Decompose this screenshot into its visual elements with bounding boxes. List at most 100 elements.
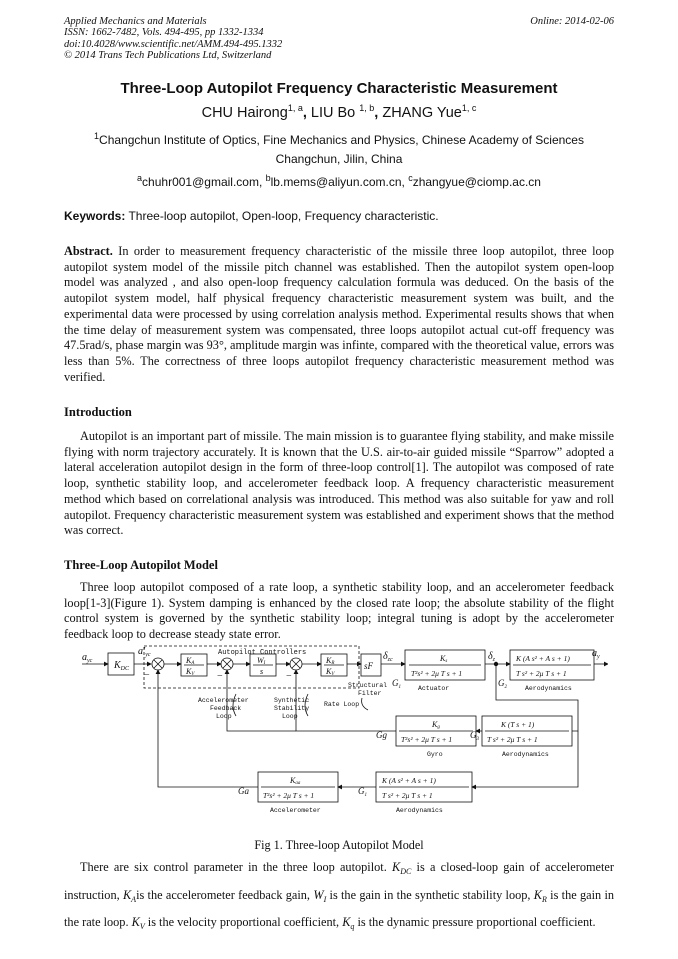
loop-arc — [304, 693, 309, 717]
controller-box — [143, 645, 360, 689]
online-date: Online: 2014-02-06 — [530, 16, 614, 27]
aero3-denominator: T s² + 2μ T s + 1 — [382, 791, 433, 800]
symbol: K — [342, 915, 351, 929]
g1-label: G1 — [392, 678, 401, 690]
actuator-denominator: T²s² + 2μ T s + 1 — [411, 669, 462, 678]
g1b-label: G1 — [358, 786, 367, 798]
ka-text: KA — [185, 656, 195, 666]
author-separator: , — [302, 104, 311, 121]
loop-arc — [232, 693, 237, 717]
author-separator: , — [374, 104, 383, 121]
keywords-label: Keywords: — [64, 209, 126, 223]
journal-header: Applied Mechanics and Materials ISSN: 16… — [64, 16, 282, 62]
scaled-input-label: a′yc — [138, 646, 151, 658]
keywords: Keywords: Three-loop autopilot, Open-loo… — [64, 209, 439, 223]
g3-label: G3 — [470, 730, 480, 742]
actuator-block — [404, 649, 486, 681]
email-mark: b — [265, 173, 271, 183]
journal-name: Applied Mechanics and Materials — [64, 16, 207, 27]
aerodynamics-block-1 — [509, 649, 595, 681]
actuator-numerator: Ks — [439, 654, 447, 664]
author-name: CHU Hairong — [201, 104, 288, 121]
actuator-label: Actuator — [418, 685, 449, 692]
email-address: chuhr001@gmail.com, — [142, 175, 266, 189]
acc-loop-label-1: Accelerometer — [198, 697, 249, 704]
structural-label: Structural — [348, 682, 387, 689]
affiliation-mark: 1 — [94, 131, 100, 141]
affiliation-text: Changchun Institute of Optics, Fine Mech… — [99, 133, 584, 147]
figure-caption: Fig 1. Three-loop Autopilot Model — [254, 838, 424, 852]
gg-label: Gg — [376, 730, 387, 740]
accelerometer-denominator: T²s² + 2μ T s + 1 — [263, 791, 314, 800]
syn-loop-label-3: Loop — [282, 713, 298, 720]
gyro-numerator: Kg — [431, 720, 440, 730]
symbol: K — [533, 887, 542, 902]
abstract-text: In order to measurement frequency charac… — [64, 244, 614, 384]
doi-line: doi:10.4028/www.scientific.net/AMM.494-4… — [64, 38, 283, 50]
introduction-paragraph: Autopilot is an important part of missil… — [64, 429, 614, 538]
symbol: K — [122, 887, 132, 902]
three-loop-autopilot-diagram: ayc a′yc KDC Autopilot Controllers − KA … — [82, 645, 608, 814]
output-label: ay — [592, 648, 600, 660]
minus-sign: − — [144, 670, 150, 681]
author-mark: 1, b — [359, 103, 375, 113]
syn-loop-label-1: Synthetic — [274, 697, 309, 704]
aero1-label: Aerodynamics — [525, 685, 572, 692]
email-mark: a — [137, 173, 143, 183]
g2-label: G2 — [498, 678, 508, 690]
text-run: is a closed-loop gain of accelerometer i… — [64, 860, 614, 902]
aero1-numerator: K (A s² + A s + 1) — [515, 654, 570, 663]
syn-loop-label-2: Stability — [274, 705, 309, 712]
accelerometer-label: Accelerometer — [270, 807, 321, 814]
kv2-text: KV — [325, 667, 335, 677]
acc-loop-label-3: Loop — [216, 713, 232, 720]
keywords-text: Three-loop autopilot, Open-loop, Frequen… — [125, 209, 439, 223]
feedback-line — [471, 731, 579, 790]
kr-text: KR — [325, 656, 334, 666]
delta-zc-label: δzc — [383, 651, 393, 663]
wi-integrator-block — [249, 653, 277, 677]
symbol-sub: A — [131, 894, 137, 904]
symbol: W — [313, 887, 324, 902]
filter-label: Filter — [358, 690, 382, 697]
feedback-line — [495, 664, 579, 732]
text-run: is the gain in the synthetic stability l… — [326, 887, 534, 902]
aero2-numerator: K (T s + 1) — [500, 720, 535, 729]
affiliation-line: 1Changchun Institute of Optics, Fine Mec… — [0, 131, 678, 147]
ga-label: Ga — [238, 786, 249, 796]
text-run: There are six control parameter in the t… — [80, 860, 392, 874]
email-address: lb.mems@aliyun.com.cn, — [270, 175, 409, 189]
text-run: is the gain in the rate loop. — [64, 887, 615, 930]
junction-cross — [222, 659, 232, 669]
author-mark: 1, a — [287, 103, 303, 113]
gyro-denominator: T²s² + 2μ T s + 1 — [401, 735, 452, 744]
issn-line: ISSN: 1662-7482, Vols. 494-495, pp 1332-… — [64, 27, 264, 39]
author-name: LIU Bo — [310, 104, 360, 121]
structural-filter-block — [360, 653, 382, 677]
section-heading-introduction: Introduction — [64, 405, 132, 419]
kdc-text: KDC — [113, 660, 130, 672]
minus-sign: − — [286, 671, 292, 682]
loop-arc — [361, 697, 369, 711]
junction-cross — [153, 659, 163, 669]
feedback-line — [155, 669, 258, 788]
s-text: s — [260, 667, 263, 676]
text-run: is the velocity proportional coefficient… — [144, 915, 343, 929]
email-mark: c — [408, 173, 413, 183]
symbol: K — [131, 915, 140, 929]
wi-text: WI — [257, 656, 266, 666]
aero3-label: Aerodynamics — [396, 807, 443, 814]
gyro-label: Gyro — [427, 751, 443, 758]
symbol-sub: R — [542, 894, 547, 904]
minus-sign: − — [217, 671, 223, 682]
text-run: is the dynamic pressure proportional coe… — [354, 915, 596, 929]
kv-text: KV — [185, 667, 195, 677]
aero3-numerator: K (A s² + A s + 1) — [381, 776, 436, 785]
kr-kv-block — [320, 653, 348, 677]
section-heading-model: Three-Loop Autopilot Model — [64, 558, 218, 572]
abstract: Abstract. In order to measurement freque… — [64, 244, 614, 385]
text-run: is the accelerometer feedback gain, — [136, 887, 314, 902]
author-name: ZHANG Yue — [382, 104, 462, 121]
email-line: achuhr001@gmail.com, blb.mems@aliyun.com… — [0, 173, 678, 189]
rate-loop-label: Rate Loop — [324, 701, 359, 708]
